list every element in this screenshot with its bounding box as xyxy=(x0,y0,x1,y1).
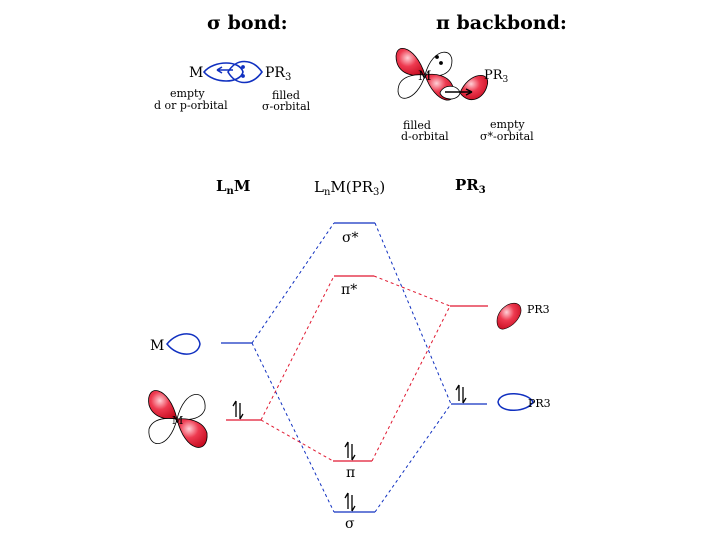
electron-up xyxy=(232,400,237,417)
correlation-line xyxy=(374,222,452,405)
pi-ligand-caption: empty σ*-orbital xyxy=(480,118,534,143)
label-pi-star: π* xyxy=(341,282,357,298)
column-header-complex: LnM(PR3) xyxy=(314,178,385,198)
lone-pair-dot xyxy=(241,65,245,69)
label-metal: M xyxy=(150,338,164,354)
electron-down xyxy=(462,387,467,404)
electron-up xyxy=(344,492,349,509)
correlation-line xyxy=(260,275,335,421)
ligand-sigma-orbital xyxy=(497,393,534,411)
sigma-bond-title: σ bond: xyxy=(207,12,288,34)
electron-down xyxy=(351,495,356,512)
electron-down xyxy=(239,403,244,420)
metal-p-orbital xyxy=(166,333,201,355)
pi-metal-caption: filled d-orbital xyxy=(401,119,449,143)
correlation-lines xyxy=(251,222,452,513)
correlation-line xyxy=(374,403,452,513)
sigma-metal-caption: empty d or p-orbital xyxy=(154,87,228,112)
correlation-line xyxy=(371,305,451,462)
sigma-bond-panel: σ bond: M PR3 empty d or p-orbital fille… xyxy=(154,12,311,113)
lone-pair-dot xyxy=(241,74,245,78)
pi-backbond-panel: π backbond: M PR3 filled d-orbital empty… xyxy=(395,12,567,143)
electron-down xyxy=(351,444,356,461)
label-ligand-upper: PR3 xyxy=(527,303,550,316)
label-ligand-lower: PR3 xyxy=(528,397,551,410)
pi-backbond-title: π backbond: xyxy=(436,12,567,34)
sigma-ligand-caption: filled σ-orbital xyxy=(262,89,311,113)
ligand-sigma-star-orbital xyxy=(496,302,522,330)
label-pi: π xyxy=(346,465,355,481)
column-header-metal: LnM xyxy=(216,177,250,197)
correlation-line xyxy=(260,419,334,462)
sigma-metal-orbital xyxy=(202,62,244,82)
column-header-ligand: PR3 xyxy=(455,176,486,196)
sigma-donation-arrow xyxy=(216,66,233,74)
pi-metal-label: M xyxy=(418,69,431,84)
pi-ligand-label: PR3 xyxy=(484,68,509,85)
label-sigma: σ xyxy=(345,516,355,532)
correlation-line xyxy=(251,222,335,344)
electrons xyxy=(232,384,467,512)
lone-pair-dot xyxy=(435,55,439,59)
correlation-line xyxy=(251,342,335,513)
pi-sigma-star-large-lobe xyxy=(459,75,489,101)
metal-d-orbital: M xyxy=(148,390,208,448)
sigma-metal-label: M xyxy=(189,65,203,81)
correlation-line xyxy=(373,275,451,307)
sigma-ligand-label: PR3 xyxy=(265,65,291,83)
label-sigma-star: σ* xyxy=(342,230,359,246)
backdonation-arrow xyxy=(445,88,473,96)
electron-up xyxy=(455,384,460,401)
lone-pair-dot xyxy=(439,61,443,65)
d-lobe-filled xyxy=(176,418,208,448)
energy-levels xyxy=(221,222,488,513)
d-lobe-open xyxy=(148,418,178,444)
d-lobe-open xyxy=(397,74,426,99)
sigma-ligand-orbital xyxy=(227,60,263,84)
d-orbital-metal-symbol: M xyxy=(172,414,183,427)
electron-up xyxy=(344,441,349,458)
